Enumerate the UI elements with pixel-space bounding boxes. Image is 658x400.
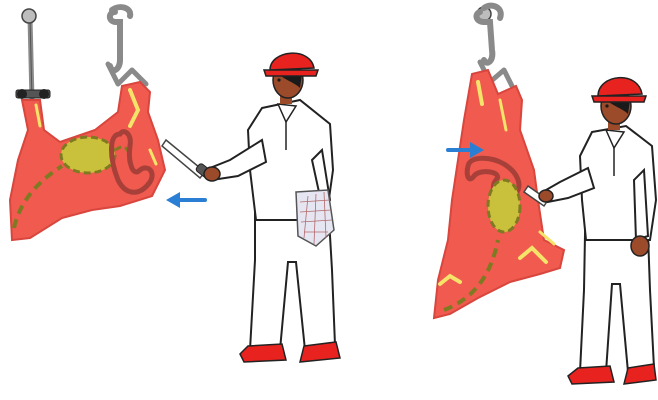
arrow-left-icon (166, 192, 205, 208)
left-scene (10, 7, 340, 362)
hook-icon (108, 7, 146, 84)
hardhat-icon (264, 53, 318, 76)
right-scene (434, 6, 656, 384)
left-worker (204, 53, 340, 362)
right-worker (539, 78, 656, 384)
shackle-icon (16, 9, 50, 100)
left-carcass (10, 82, 165, 240)
hardhat-icon (592, 78, 646, 102)
